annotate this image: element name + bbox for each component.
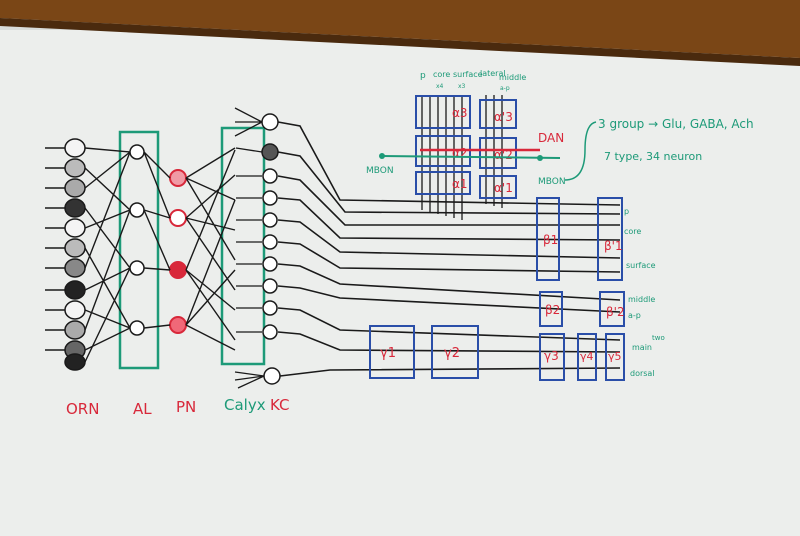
label-calyx: Calyx (224, 396, 266, 414)
label-top-core: core (433, 70, 450, 79)
note-line-1: 3 group → Glu, GABA, Ach (598, 117, 754, 131)
label-right-middle: middle (628, 295, 655, 304)
label-right-core: core (624, 227, 641, 236)
box-beta-prime2: β'2 (606, 305, 625, 319)
label-right-main: main (632, 343, 652, 352)
mbon-line (379, 155, 561, 159)
label-top-surface: surface (453, 70, 483, 79)
label-top-middle: middle (499, 73, 526, 82)
label-pn: PN (176, 398, 196, 416)
mbon-left-dot (379, 153, 385, 159)
kc-dendrites (234, 107, 265, 389)
orn-al-connections (84, 147, 131, 363)
label-right-two: two (652, 334, 665, 342)
label-top-middle-sub: a-p (500, 85, 510, 92)
mbon-right-dot (537, 155, 543, 161)
label-al: AL (133, 400, 152, 418)
box-alpha-prime2: α'2 (494, 148, 513, 162)
box-gamma2: γ2 (444, 346, 460, 361)
box-gamma1: γ1 (380, 346, 396, 361)
label-top-surface-sub: x3 (458, 83, 466, 90)
label-kc: KC (270, 396, 290, 414)
bracket (564, 121, 597, 181)
box-gamma3: γ3 (544, 349, 559, 363)
box-alpha-prime3: α'3 (494, 110, 513, 124)
box-alpha3: α3 (452, 106, 468, 120)
label-right-surface: surface (626, 261, 656, 270)
kc-column (261, 113, 281, 385)
al-box (118, 130, 160, 370)
label-top-p: p (420, 71, 426, 81)
box-beta-prime1: β'1 (604, 239, 623, 253)
label-dan: DAN (538, 131, 564, 145)
pn-calyx-connections (185, 147, 236, 351)
orn-inputs (45, 147, 65, 351)
wooden-frame (0, 0, 800, 58)
frame-edge (0, 18, 800, 66)
box-gamma5: γ5 (608, 350, 622, 363)
label-right-p: p (624, 207, 629, 216)
label-right-ap: a-p (628, 311, 641, 320)
box-beta2: β2 (545, 303, 560, 317)
label-right-dorsal: dorsal (630, 369, 655, 378)
box-gamma4: γ4 (580, 350, 594, 363)
label-top-lateral: lateral (480, 69, 506, 78)
note-line-2: 7 type, 34 neuron (604, 150, 702, 163)
al-pn-connections (143, 151, 171, 329)
label-mbon-right: MBON (538, 177, 566, 187)
box-alpha1: α1 (452, 177, 468, 191)
horizontal-lobe-boxes (369, 197, 625, 381)
label-top-core-sub: x4 (436, 83, 444, 90)
box-alpha-prime1: α'1 (494, 181, 513, 195)
box-beta1: β1 (543, 233, 558, 247)
orn-column (64, 138, 86, 371)
kc-axons (277, 121, 621, 377)
board-face (0, 30, 800, 536)
label-orn: ORN (66, 400, 99, 418)
label-mbon-left: MBON (366, 166, 394, 176)
